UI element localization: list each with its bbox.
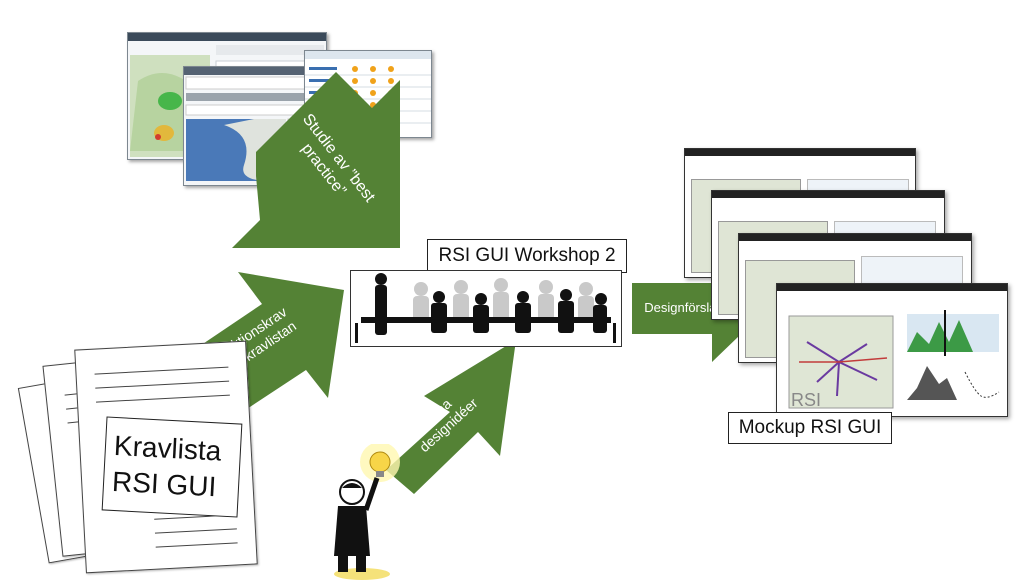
arrow-design-proposal-label: Designförslag bbox=[644, 300, 724, 315]
mockup-label: Mockup RSI GUI bbox=[738, 417, 882, 438]
mockup-label-box: Mockup RSI GUI bbox=[728, 412, 892, 444]
arrow-own-ideas bbox=[386, 340, 516, 494]
svg-text:RSI: RSI bbox=[791, 390, 821, 410]
idea-person-lightbulb-image bbox=[334, 444, 400, 580]
mockup-screen-4: RSI bbox=[776, 283, 1008, 417]
requirements-doc-subtitle: RSI GUI bbox=[111, 465, 218, 503]
workshop-label: RSI GUI Workshop 2 bbox=[438, 245, 616, 266]
arrow-best-practice bbox=[232, 72, 400, 248]
workshop-label-box: RSI GUI Workshop 2 bbox=[427, 239, 627, 273]
requirements-doc-label: Kravlista RSI GUI bbox=[101, 416, 243, 518]
workshop-silhouette-image bbox=[350, 270, 622, 347]
